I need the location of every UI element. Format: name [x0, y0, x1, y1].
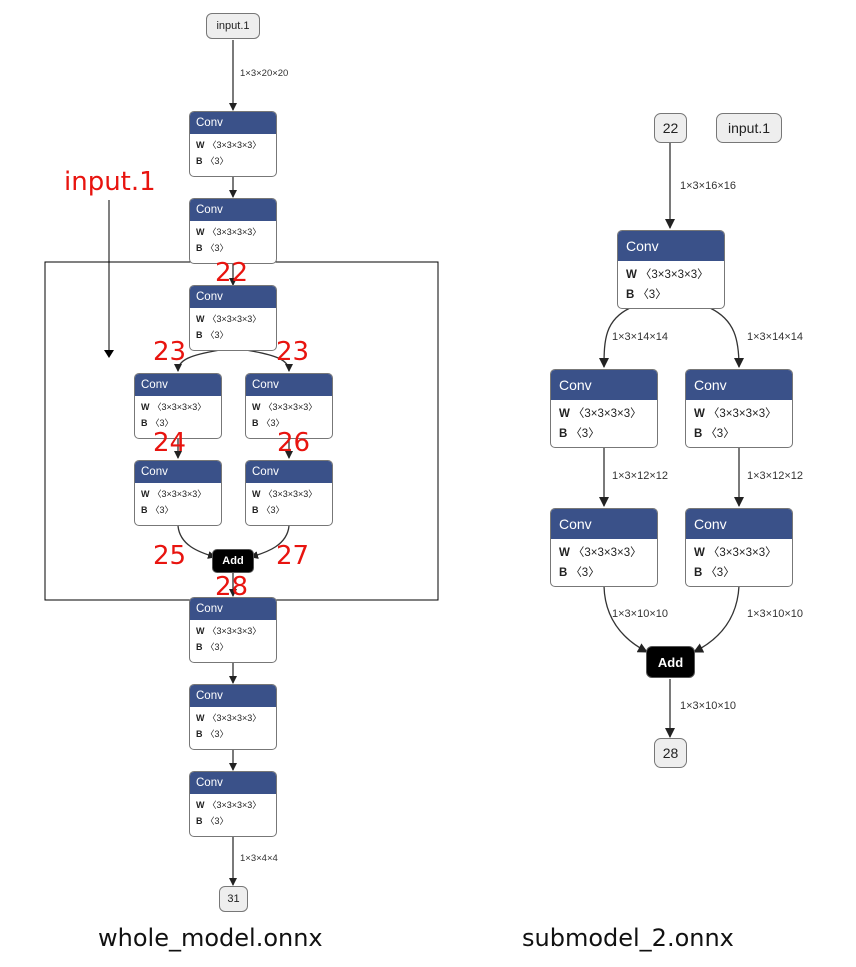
conv-node-5-right[interactable]: Conv W〈3×3×3×3〉 B〈3〉	[245, 460, 333, 526]
weight-row: W〈3×3×3×3〉	[196, 626, 262, 636]
sub-conv-node-3-left[interactable]: Conv W〈3×3×3×3〉 B〈3〉	[550, 508, 658, 587]
edge-label-input: 1×3×20×20	[240, 68, 289, 79]
edge-conv3-right	[245, 349, 293, 372]
bias-row: B〈3〉	[252, 418, 285, 428]
weight-row: W〈3×3×3×3〉	[559, 408, 642, 420]
bias-row: B〈3〉	[559, 428, 600, 440]
output-node-28[interactable]: 28	[654, 738, 687, 768]
weight-row: W〈3×3×3×3〉	[694, 547, 777, 559]
annotation-27: 27	[276, 541, 310, 571]
edge-label-10-out: 1×3×10×10	[680, 700, 736, 712]
conv-node-title: Conv	[551, 370, 657, 400]
weight-row: W〈3×3×3×3〉	[196, 713, 262, 723]
conv-node-2[interactable]: Conv W〈3×3×3×3〉 B〈3〉	[189, 198, 277, 264]
conv-node-7[interactable]: Conv W〈3×3×3×3〉 B〈3〉	[189, 597, 277, 663]
edge-label-10-right: 1×3×10×10	[747, 608, 803, 620]
input-node-22[interactable]: 22	[654, 113, 687, 143]
bias-row: B〈3〉	[694, 567, 735, 579]
edge-conv5-add	[177, 525, 216, 559]
conv-node-title: Conv	[686, 509, 792, 539]
edge-conv-right	[709, 307, 744, 368]
annotation-26: 26	[277, 428, 311, 458]
bias-row: B〈3〉	[252, 505, 285, 515]
annotation-22: 22	[215, 258, 249, 288]
annotation-25: 25	[153, 541, 187, 571]
sub-conv-node-3-right[interactable]: Conv W〈3×3×3×3〉 B〈3〉	[685, 508, 793, 587]
edge-conv-left	[599, 307, 631, 368]
conv-node-1[interactable]: Conv W〈3×3×3×3〉 B〈3〉	[189, 111, 277, 177]
bias-row: B〈3〉	[559, 567, 600, 579]
edge-label-16: 1×3×16×16	[680, 180, 736, 192]
sub-conv-node-1[interactable]: Conv W〈3×3×3×3〉 B〈3〉	[617, 230, 725, 309]
conv-node-title: Conv	[190, 685, 276, 707]
edge-conv3-left	[174, 349, 221, 372]
weight-row: W〈3×3×3×3〉	[196, 227, 262, 237]
weight-row: W〈3×3×3×3〉	[252, 402, 318, 412]
weight-row: W〈3×3×3×3〉	[141, 402, 207, 412]
conv-node-3[interactable]: Conv W〈3×3×3×3〉 B〈3〉	[189, 285, 277, 351]
bias-row: B〈3〉	[694, 428, 735, 440]
conv-node-5-left[interactable]: Conv W〈3×3×3×3〉 B〈3〉	[134, 460, 222, 526]
edge-label-output: 1×3×4×4	[240, 853, 278, 864]
weight-row: W〈3×3×3×3〉	[559, 547, 642, 559]
edge-label-10-left: 1×3×10×10	[612, 608, 668, 620]
bias-row: B〈3〉	[141, 418, 174, 428]
sub-add-node[interactable]: Add	[646, 646, 695, 678]
bias-row: B〈3〉	[196, 330, 229, 340]
conv-node-title: Conv	[190, 598, 276, 620]
conv-node-title: Conv	[246, 374, 332, 396]
sub-conv-node-2-right[interactable]: Conv W〈3×3×3×3〉 B〈3〉	[685, 369, 793, 448]
edge-label-12-left: 1×3×12×12	[612, 470, 668, 482]
input-node[interactable]: input.1	[206, 13, 260, 39]
conv-node-title: Conv	[190, 772, 276, 794]
weight-row: W〈3×3×3×3〉	[196, 140, 262, 150]
annotation-24: 24	[153, 428, 187, 458]
annotation-23-right: 23	[276, 337, 310, 367]
edge-label-12-right: 1×3×12×12	[747, 470, 803, 482]
conv-node-8[interactable]: Conv W〈3×3×3×3〉 B〈3〉	[189, 684, 277, 750]
conv-node-title: Conv	[135, 461, 221, 483]
conv-node-9[interactable]: Conv W〈3×3×3×3〉 B〈3〉	[189, 771, 277, 837]
caption-whole-model: whole_model.onnx	[98, 924, 323, 952]
edge-label-14-right: 1×3×14×14	[747, 331, 803, 343]
bias-row: B〈3〉	[196, 243, 229, 253]
weight-row: W〈3×3×3×3〉	[626, 269, 709, 281]
bias-row: B〈3〉	[141, 505, 174, 515]
edge-conv2l-add	[603, 585, 648, 653]
edge-label-14-left: 1×3×14×14	[612, 331, 668, 343]
conv-node-title: Conv	[551, 509, 657, 539]
bias-row: B〈3〉	[196, 156, 229, 166]
conv-node-4-right[interactable]: Conv W〈3×3×3×3〉 B〈3〉	[245, 373, 333, 439]
conv-node-title: Conv	[618, 231, 724, 261]
edge-conv6-add	[250, 525, 290, 559]
conv-node-title: Conv	[246, 461, 332, 483]
conv-node-title: Conv	[190, 286, 276, 308]
bias-row: B〈3〉	[626, 289, 667, 301]
input-annotation-arrowhead	[104, 350, 114, 358]
weight-row: W〈3×3×3×3〉	[196, 314, 262, 324]
annotation-23-left: 23	[153, 337, 187, 367]
sub-conv-node-2-left[interactable]: Conv W〈3×3×3×3〉 B〈3〉	[550, 369, 658, 448]
input-node-input1[interactable]: input.1	[716, 113, 782, 143]
bias-row: B〈3〉	[196, 816, 229, 826]
bias-row: B〈3〉	[196, 729, 229, 739]
conv-node-title: Conv	[135, 374, 221, 396]
caption-submodel: submodel_2.onnx	[522, 924, 734, 952]
conv-node-title: Conv	[190, 199, 276, 221]
weight-row: W〈3×3×3×3〉	[694, 408, 777, 420]
weight-row: W〈3×3×3×3〉	[141, 489, 207, 499]
edge-conv2r-add	[693, 585, 740, 653]
conv-node-title: Conv	[190, 112, 276, 134]
weight-row: W〈3×3×3×3〉	[196, 800, 262, 810]
annotation-28: 28	[215, 572, 249, 602]
bias-row: B〈3〉	[196, 642, 229, 652]
output-node[interactable]: 31	[219, 886, 248, 912]
add-node[interactable]: Add	[212, 549, 254, 573]
conv-node-title: Conv	[686, 370, 792, 400]
conv-node-4-left[interactable]: Conv W〈3×3×3×3〉 B〈3〉	[134, 373, 222, 439]
annotation-input: input.1	[64, 167, 156, 197]
weight-row: W〈3×3×3×3〉	[252, 489, 318, 499]
